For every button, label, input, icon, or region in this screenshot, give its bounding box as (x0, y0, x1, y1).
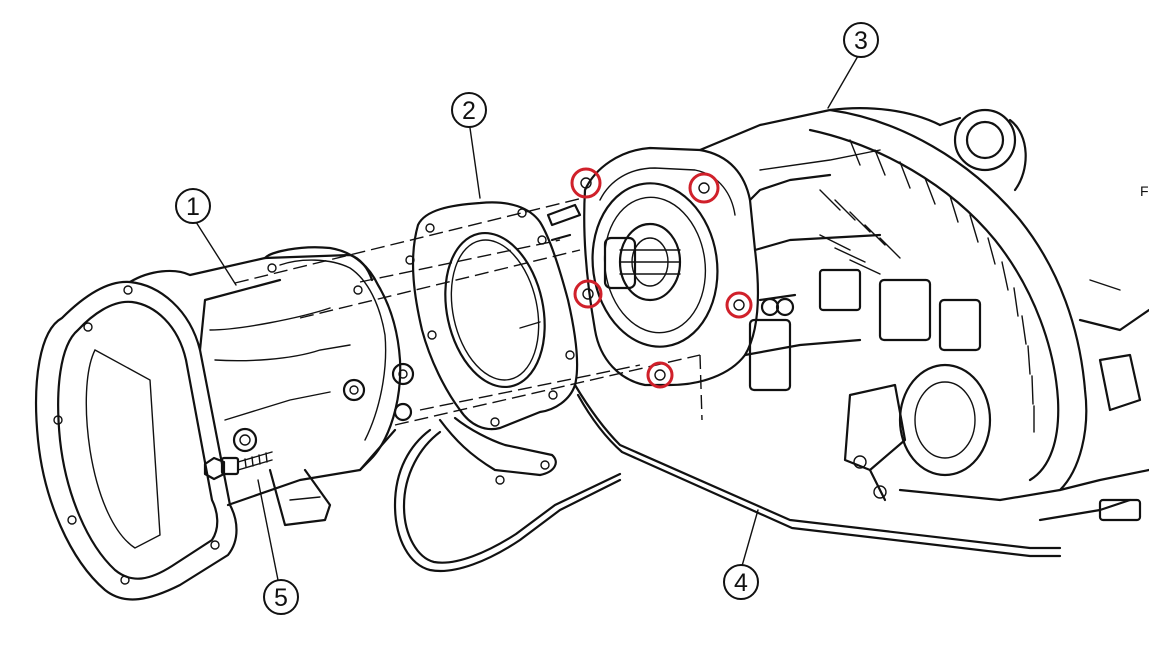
callout-5: 5 (263, 579, 299, 615)
vent-bolt (203, 451, 273, 481)
edge-text: F (1140, 183, 1149, 199)
bolt-hole-highlights (570, 167, 753, 389)
callout-2: 2 (451, 92, 487, 128)
callout-3: 3 (843, 22, 879, 58)
alignment-lines (234, 194, 703, 426)
highlight-marker (646, 361, 674, 389)
callout-label: 3 (854, 27, 868, 55)
callout-label: 2 (462, 97, 476, 125)
extension-housing (35, 246, 415, 601)
highlight-marker (570, 167, 602, 199)
callout-label: 4 (734, 569, 748, 597)
transfer-case (546, 107, 1149, 522)
support-bracket (393, 383, 1062, 573)
highlight-marker (688, 172, 720, 204)
leader-lines (195, 55, 859, 581)
callout-label: 1 (186, 193, 200, 221)
highlight-marker (725, 291, 753, 319)
highlight-marker (573, 279, 603, 309)
callout-1: 1 (175, 188, 211, 224)
callout-label: 5 (274, 584, 288, 612)
callout-4: 4 (723, 564, 759, 600)
